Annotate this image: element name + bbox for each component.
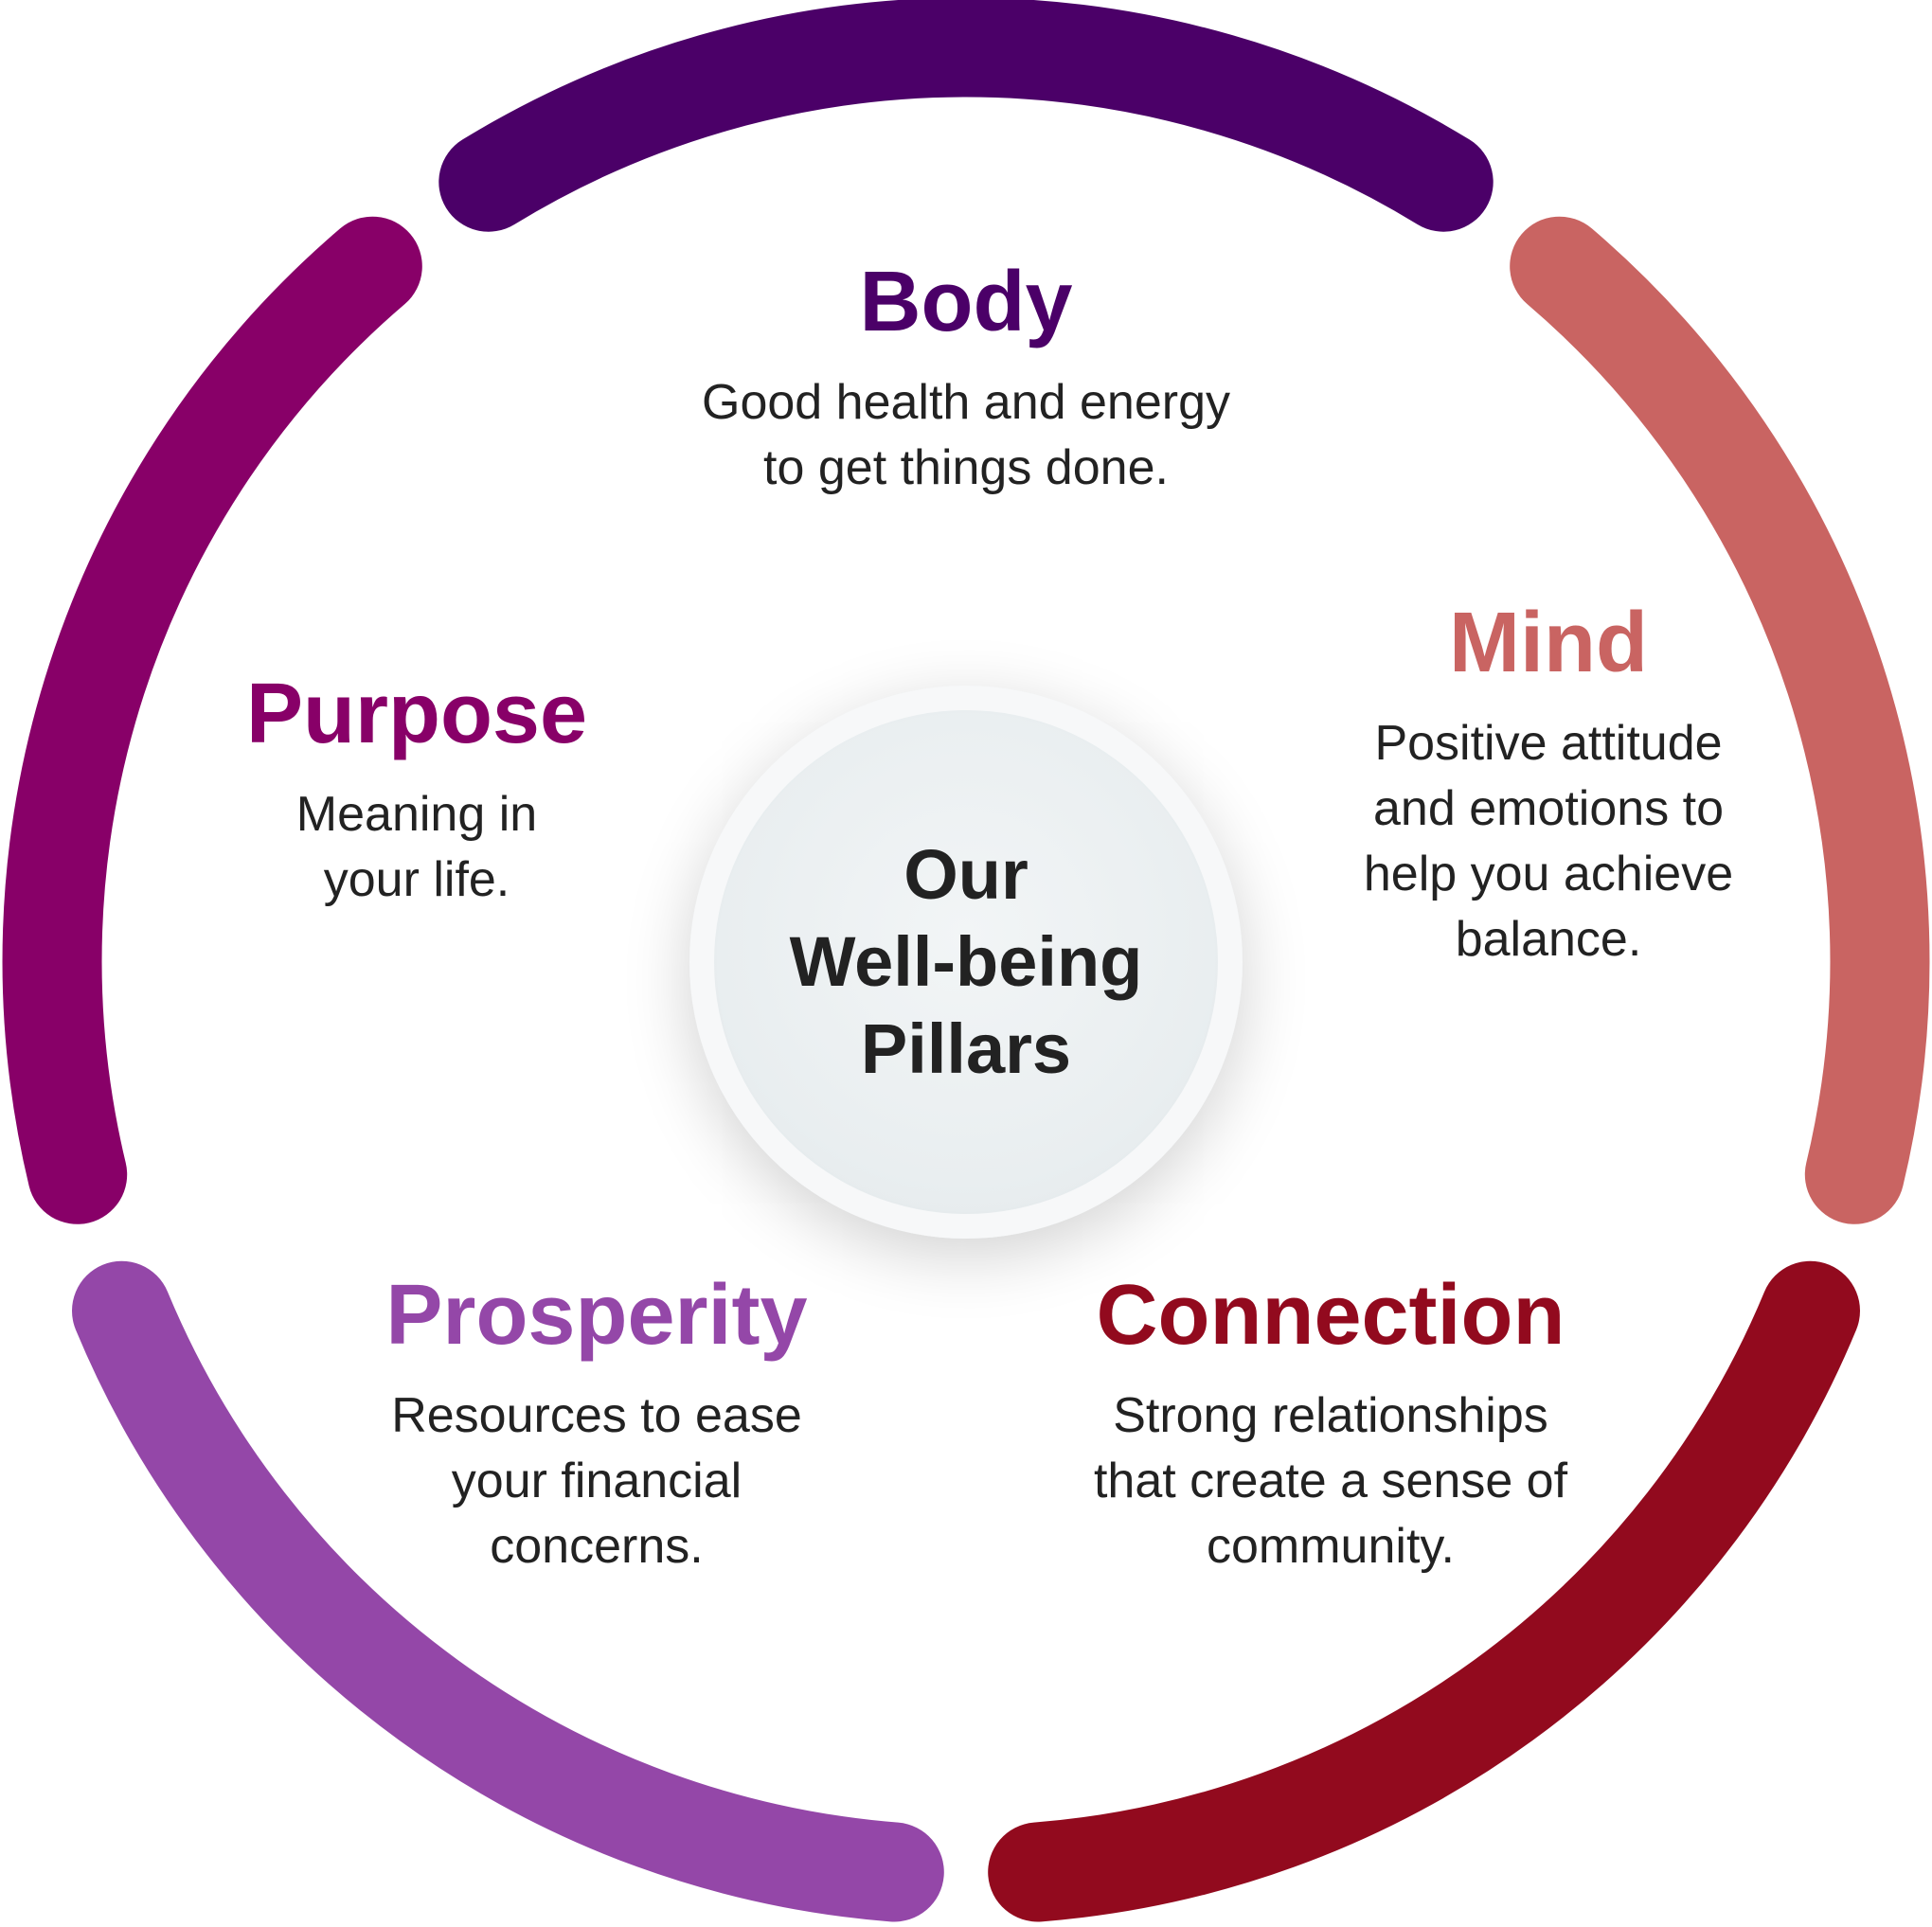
pillar-prosperity-desc-line: Resources to ease bbox=[391, 1388, 802, 1443]
pillar-mind-title: Mind bbox=[1449, 596, 1648, 690]
pillar-mind-desc-line: and emotions to bbox=[1372, 781, 1725, 836]
pillar-connection: Connection Strong relationships that cre… bbox=[1023, 1269, 1638, 1579]
pillar-purpose-desc-line: Meaning in bbox=[295, 787, 538, 842]
pillar-mind-description: Positive attitude and emotions to help y… bbox=[1307, 711, 1790, 972]
center-title-line-3: Pillars bbox=[860, 1009, 1072, 1088]
pillar-purpose: Purpose Meaning in your life. bbox=[189, 668, 644, 913]
ring-segment-mind bbox=[1510, 216, 1930, 1224]
pillar-prosperity: Prosperity Resources to ease your financ… bbox=[313, 1269, 881, 1579]
pillar-purpose-description: Meaning in your life. bbox=[189, 782, 644, 913]
pillar-prosperity-description: Resources to ease your financial concern… bbox=[313, 1383, 881, 1579]
pillar-mind-desc-line: help you achieve bbox=[1363, 847, 1734, 901]
pillar-connection-desc-line: community. bbox=[1207, 1519, 1455, 1574]
pillar-connection-desc-line: that create a sense of bbox=[1093, 1454, 1568, 1508]
center-title-line-2: Well-being bbox=[789, 922, 1143, 1001]
pillar-body-description: Good health and energy to get things don… bbox=[587, 370, 1345, 501]
ring-segment-purpose bbox=[2, 216, 422, 1224]
pillar-connection-desc-line: Strong relationships bbox=[1113, 1388, 1548, 1443]
pillar-prosperity-desc-line: concerns. bbox=[490, 1519, 704, 1574]
center-title-line-1: Our bbox=[903, 835, 1029, 914]
pillar-mind-desc-line: balance. bbox=[1455, 912, 1642, 967]
ring-segment-body bbox=[438, 0, 1494, 232]
pillar-mind-desc-line: Positive attitude bbox=[1374, 716, 1723, 771]
center-title: Our Well-being Pillars bbox=[790, 831, 1143, 1093]
pillar-prosperity-desc-line: your financial bbox=[451, 1454, 742, 1508]
pillar-body: Body Good health and energy to get thing… bbox=[587, 256, 1345, 501]
ring-segment-prosperity bbox=[72, 1260, 944, 1922]
pillar-connection-title: Connection bbox=[1096, 1268, 1565, 1363]
pillar-body-title: Body bbox=[859, 255, 1073, 349]
pillar-prosperity-title: Prosperity bbox=[385, 1268, 808, 1363]
pillar-connection-description: Strong relationships that create a sense… bbox=[1023, 1383, 1638, 1579]
center-hub: Our Well-being Pillars bbox=[689, 686, 1243, 1239]
pillar-mind: Mind Positive attitude and emotions to h… bbox=[1307, 597, 1790, 972]
pillar-purpose-desc-line: your life. bbox=[323, 852, 510, 907]
pillar-body-desc-line: to get things done. bbox=[763, 440, 1169, 495]
pillar-body-desc-line: Good health and energy bbox=[702, 375, 1230, 430]
pillar-purpose-title: Purpose bbox=[245, 667, 588, 761]
ring-segment-connection bbox=[988, 1260, 1860, 1922]
